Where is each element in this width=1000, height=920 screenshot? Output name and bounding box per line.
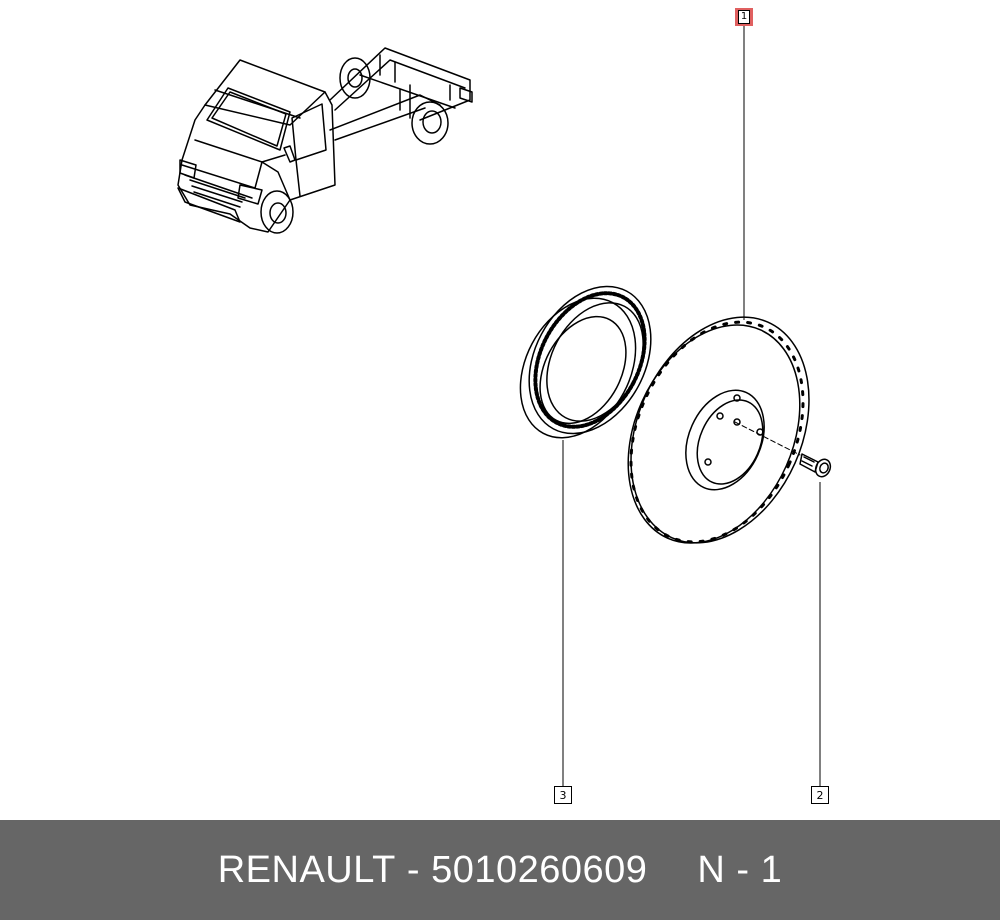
callout-2-label: 2 bbox=[816, 788, 824, 802]
quantity-label: N - 1 bbox=[697, 848, 783, 891]
brand-separator: - bbox=[406, 848, 420, 891]
part-number: 5010260609 bbox=[431, 848, 648, 891]
callout-3[interactable]: 3 bbox=[554, 786, 572, 804]
diagram-drawing bbox=[177, 26, 832, 786]
parts-diagram: 1 2 3 bbox=[177, 8, 832, 804]
bolt-icon bbox=[799, 453, 832, 478]
brand-label: RENAULT bbox=[217, 848, 396, 891]
truck-chassis-icon bbox=[177, 47, 473, 234]
callout-1-label: 1 bbox=[738, 10, 750, 24]
abs-ring-icon bbox=[519, 285, 652, 439]
callout-3-label: 3 bbox=[559, 788, 567, 802]
callout-1[interactable]: 1 bbox=[735, 8, 753, 26]
part-info-footer: RENAULT - 5010260609 N - 1 bbox=[0, 820, 1000, 920]
callout-2[interactable]: 2 bbox=[811, 786, 829, 804]
brake-disc-icon bbox=[627, 316, 810, 544]
